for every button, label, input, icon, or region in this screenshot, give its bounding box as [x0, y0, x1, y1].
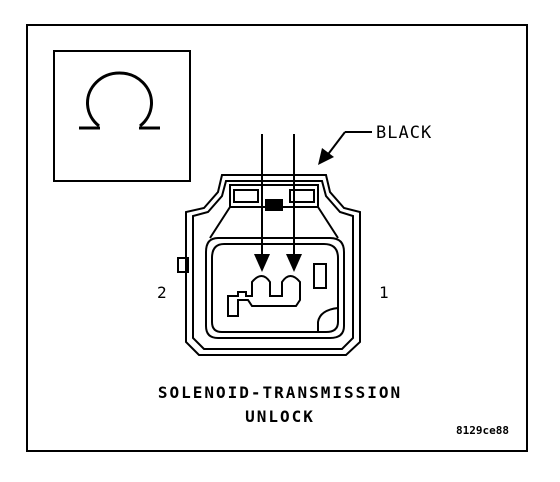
- connector-view-icon-box: [53, 50, 191, 182]
- connector-side-tab-left: [177, 257, 189, 273]
- pin-1-label: 1: [379, 283, 389, 302]
- figure-code: 8129ce88: [456, 424, 509, 437]
- terminal-cavities: [227, 263, 327, 317]
- component-title-line-1: SOLENOID-TRANSMISSION: [157, 383, 403, 402]
- connector-mating-face: [205, 237, 345, 339]
- component-title-line-2: UNLOCK: [245, 407, 315, 426]
- black-callout-arrow: [318, 131, 372, 165]
- probe-arrow-left: [254, 134, 270, 272]
- probe-arrow-right: [286, 134, 302, 272]
- diagram-frame: [26, 24, 528, 452]
- connector-body: [185, 174, 361, 356]
- connector-latch: [209, 184, 339, 239]
- pin-2-label: 2: [157, 283, 167, 302]
- omega-icon: [79, 71, 160, 130]
- wire-color-label: BLACK: [376, 123, 433, 143]
